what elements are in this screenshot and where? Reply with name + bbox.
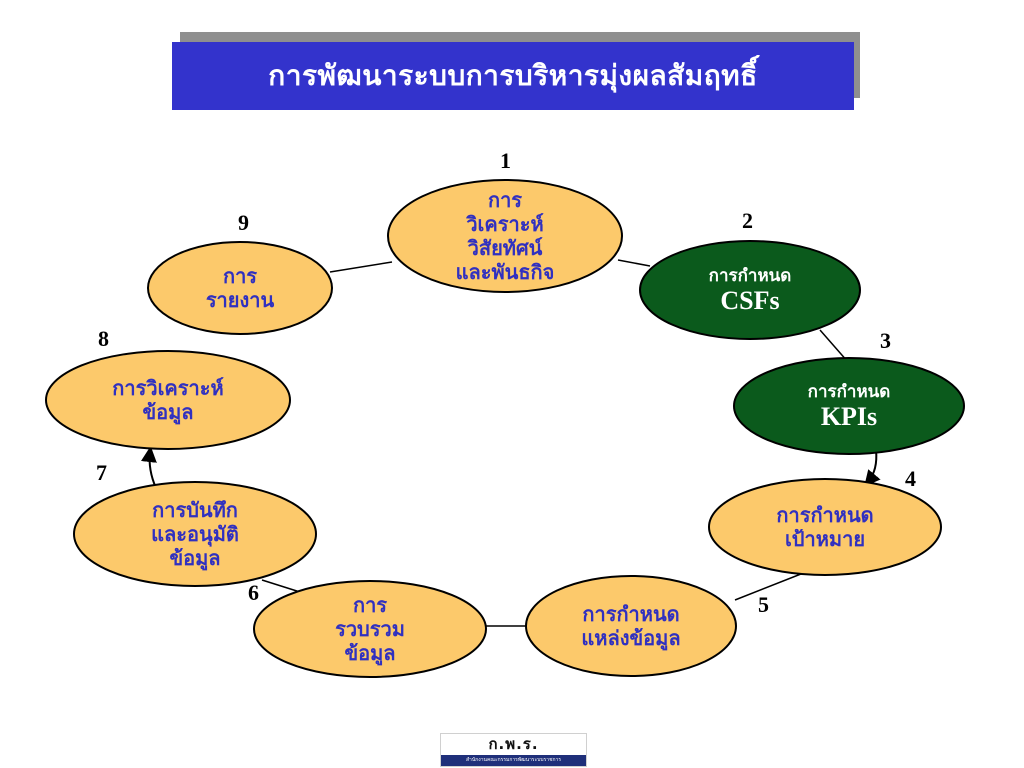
node-4-line-2: เป้าหมาย <box>784 527 866 551</box>
step-number-5: 5 <box>758 592 769 617</box>
node-4-line-1: การกำหนด <box>776 503 874 527</box>
node-3-shape <box>733 357 965 455</box>
node-8-line-1: การวิเคราะห์ <box>112 376 224 400</box>
logo-text: ก.พ.ร. <box>488 735 539 753</box>
node-9-line-2: รายงาน <box>205 288 275 312</box>
step-number-2: 2 <box>742 208 753 233</box>
node-2-line-2: CSFs <box>720 286 780 315</box>
node-5-line-1: การกำหนด <box>582 602 680 626</box>
step-number-1: 1 <box>500 148 511 173</box>
step-number-7: 7 <box>96 460 107 485</box>
node-6-line-1: การ <box>352 593 388 617</box>
node-1-shape <box>387 179 623 293</box>
node-7-line-3: ข้อมูล <box>169 546 221 570</box>
node-4-label: การกำหนด เป้าหมาย <box>730 497 920 557</box>
step-number-3: 3 <box>880 328 891 353</box>
step-number-8: 8 <box>98 326 109 351</box>
node-7-shape <box>73 481 317 587</box>
page-title: การพัฒนาระบบการบริหารมุ่งผลสัมฤทธิ์ <box>172 42 854 110</box>
connector-1-2 <box>617 259 651 267</box>
node-6-line-3: ข้อมูล <box>344 641 396 665</box>
node-5-label: การกำหนด แหล่งข้อมูล <box>541 596 721 656</box>
connector-7-8 <box>140 446 157 489</box>
node-5-shape <box>525 575 737 677</box>
node-4-shape <box>708 478 942 576</box>
step-number-4: 4 <box>905 466 916 491</box>
connector-9-1 <box>329 261 393 273</box>
node-3-line-2: KPIs <box>820 402 878 431</box>
logo-subtitle: สำนักงานคณะกรรมการพัฒนาระบบราชการ <box>441 755 586 766</box>
node-3-label: การกำหนด KPIs <box>754 374 944 438</box>
step-number-6: 6 <box>248 580 259 605</box>
connector-2-3 <box>819 329 849 363</box>
node-7-line-2: และอนุมัติ <box>151 522 239 546</box>
logo: ก.พ.ร. สำนักงานคณะกรรมการพัฒนาระบบราชการ <box>440 733 587 767</box>
node-9-label: การ รายงาน <box>160 258 320 318</box>
node-9-line-1: การ <box>222 264 258 288</box>
connector-6-7 <box>261 579 301 593</box>
node-2-shape <box>639 240 861 340</box>
node-1-line-2: วิเคราะห์ <box>466 212 544 236</box>
node-9-shape <box>147 241 333 335</box>
node-5-line-2: แหล่งข้อมูล <box>581 626 681 650</box>
node-6-line-2: รวบรวม <box>335 617 405 641</box>
node-1-line-4: และพันธกิจ <box>455 260 555 284</box>
node-8-label: การวิเคราะห์ ข้อมูล <box>72 370 264 430</box>
node-1-line-3: วิสัยทัศน์ <box>467 236 543 260</box>
node-2-line-1: การกำหนด <box>708 266 792 286</box>
node-7-line-1: การบันทึก <box>152 498 238 522</box>
node-2-label: การกำหนด CSFs <box>660 258 840 322</box>
node-1-line-1: การ <box>487 188 523 212</box>
node-8-shape <box>45 350 291 450</box>
node-3-line-1: การกำหนด <box>807 382 891 402</box>
node-7-label: การบันทึก และอนุมัติ ข้อมูล <box>100 490 290 578</box>
node-8-line-2: ข้อมูล <box>142 400 194 424</box>
node-6-label: การ รวบรวม ข้อมูล <box>280 584 460 674</box>
connector-3-4 <box>864 449 881 487</box>
step-number-9: 9 <box>238 210 249 235</box>
connector-4-5 <box>734 571 807 601</box>
node-1-label: การ วิเคราะห์ วิสัยทัศน์ และพันธกิจ <box>410 176 600 296</box>
node-6-shape <box>253 580 487 678</box>
